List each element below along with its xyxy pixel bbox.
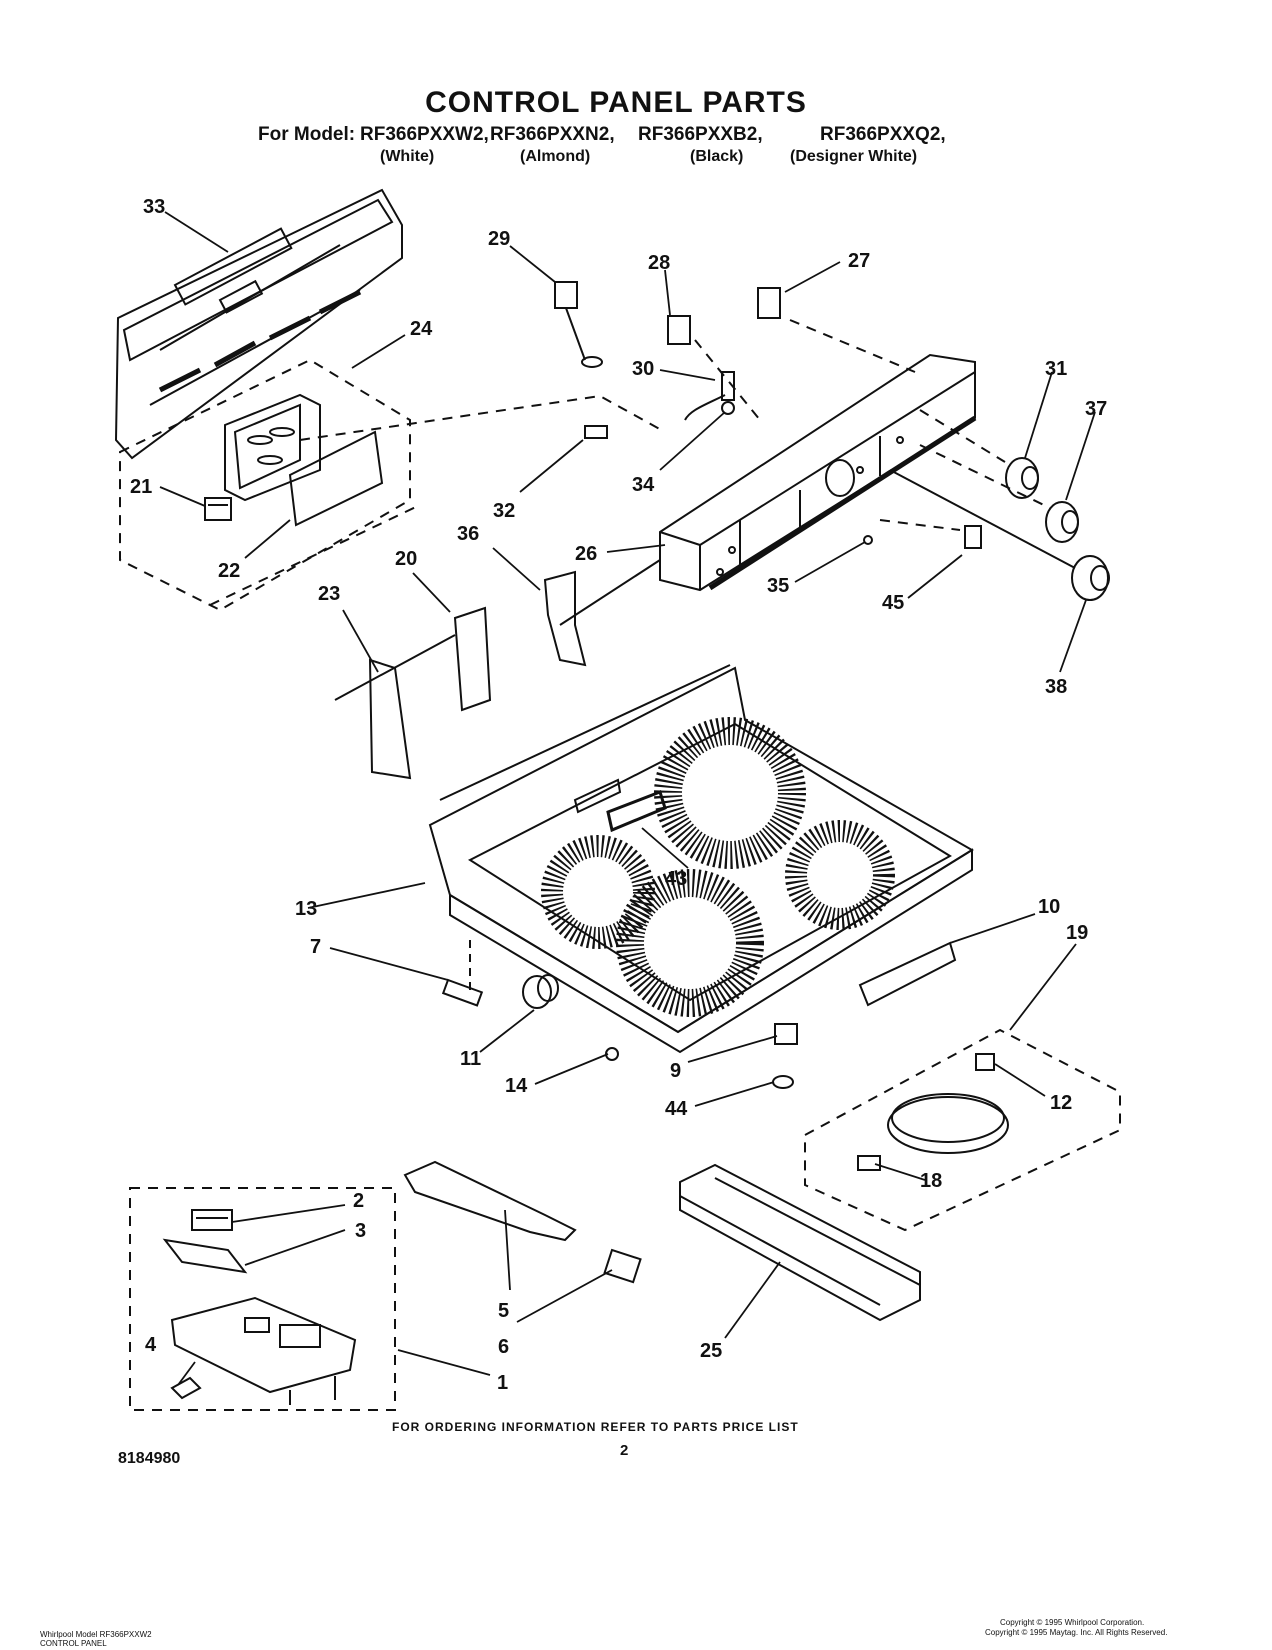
footer-copyright-2: Copyright © 1995 Maytag. Inc. All Rights… [985,1628,1168,1637]
part-23-side-trim [368,658,412,780]
callout-21: 21 [130,476,153,498]
model-color-1: (White) [380,148,435,165]
callout-30: 30 [632,358,655,380]
callout-25: 25 [700,1340,723,1362]
part-9-clip [774,1023,798,1045]
model-color-2: (Almond) [520,148,591,165]
part-13-cooktop [428,664,974,1054]
callout-32: 32 [493,500,516,522]
leader-arrows [159,211,1096,1386]
callout-38: 38 [1045,676,1068,698]
callout-10: 10 [1038,896,1061,918]
callout-35: 35 [767,575,790,597]
part-24-dashed-box [119,358,411,612]
part-1-dashed-box [129,1187,396,1411]
callout-29: 29 [488,228,511,250]
part-25-bottom-rail [679,1163,921,1322]
callout-12: 12 [1050,1092,1073,1114]
part-32-clip [584,425,608,439]
footer-copyright-1: Copyright © 1995 Whirlpool Corporation. [1000,1618,1145,1627]
part-44-spacer [772,1075,794,1089]
footer-model: Whirlpool Model RF366PXXW2 [40,1630,152,1639]
model-number-2: RF366PXXN2, [490,124,615,145]
part-43-indicator [606,790,667,833]
part-18-sensor [857,1093,1009,1171]
part-33-back-panel [114,188,403,460]
part-26-control-panel-rail [659,353,977,592]
callout-20: 20 [395,548,418,570]
part-7-terminal [441,978,484,1007]
part-20-bracket [453,606,492,712]
callout-28: 28 [648,252,671,274]
part-29-thermostat [554,281,603,368]
callout-19: 19 [1066,922,1089,944]
part-31-knob [1005,457,1039,499]
part-36-bracket [543,570,587,667]
part-35-screw [863,535,873,545]
burner-left [541,835,655,949]
callout-9: 9 [670,1060,682,1082]
part-6-clip [603,1248,642,1284]
part-11-cap [522,974,559,1009]
part-38-knob [1071,555,1110,601]
part-28-relay [667,315,691,345]
part-5-bracket [403,1160,577,1242]
part-27-switch [757,287,781,319]
part-22-plate [288,430,384,527]
model-prefix: For Model: [258,124,356,145]
callout-7: 7 [310,936,322,958]
callout-33: 33 [143,196,166,218]
callout-2: 2 [353,1190,365,1212]
part-10-trim [858,941,957,1007]
callout-26: 26 [575,543,598,565]
callout-22: 22 [218,560,241,582]
callout-44: 44 [665,1098,688,1120]
callout-34: 34 [632,474,655,496]
model-color-3: (Black) [690,148,744,165]
part-21-clip [204,497,232,521]
callout-14: 14 [505,1075,528,1097]
part-1-control-assembly [170,1296,357,1405]
callout-24: 24 [410,318,433,340]
callout-6: 6 [498,1336,510,1358]
callout-27: 27 [848,250,871,272]
callout-23: 23 [318,583,341,605]
callout-31: 31 [1045,358,1068,380]
callout-3: 3 [355,1220,367,1242]
callout-45: 45 [882,592,905,614]
callout-18: 18 [920,1170,943,1192]
callout-4: 4 [145,1334,157,1356]
callout-13: 13 [295,898,318,920]
part-37-knob [1045,501,1079,543]
burner-front [616,869,764,1017]
part-45-clip [964,525,982,549]
model-number-3: RF366PXXB2, [638,124,763,145]
ordering-info-note: FOR ORDERING INFORMATION REFER TO PARTS … [392,1420,799,1434]
part-2-switch [191,1209,233,1231]
model-number-1: RF366PXXW2, [360,124,489,145]
page-title: CONTROL PANEL PARTS [425,86,807,119]
callout-43: 43 [665,868,688,890]
part-19-dashed-box [804,1028,1121,1232]
callout-36: 36 [457,523,480,545]
callout-5: 5 [498,1300,510,1322]
page-number: 2 [620,1442,629,1459]
callout-11: 11 [460,1048,482,1070]
part-4-clip [170,1376,202,1400]
model-number-4: RF366PXXQ2, [820,124,946,145]
model-color-4: (Designer White) [790,148,918,165]
part-12-clip [975,1053,995,1071]
burner-rear-left [654,717,806,869]
footer-section: CONTROL PANEL [40,1639,107,1648]
part-24-switch-assembly [224,393,321,502]
part-30-wire [684,371,735,421]
callout-37: 37 [1085,398,1108,420]
callout-1: 1 [497,1372,509,1394]
burner-right [785,820,895,930]
part-3-plate [162,1238,248,1274]
document-number: 8184980 [118,1450,181,1467]
